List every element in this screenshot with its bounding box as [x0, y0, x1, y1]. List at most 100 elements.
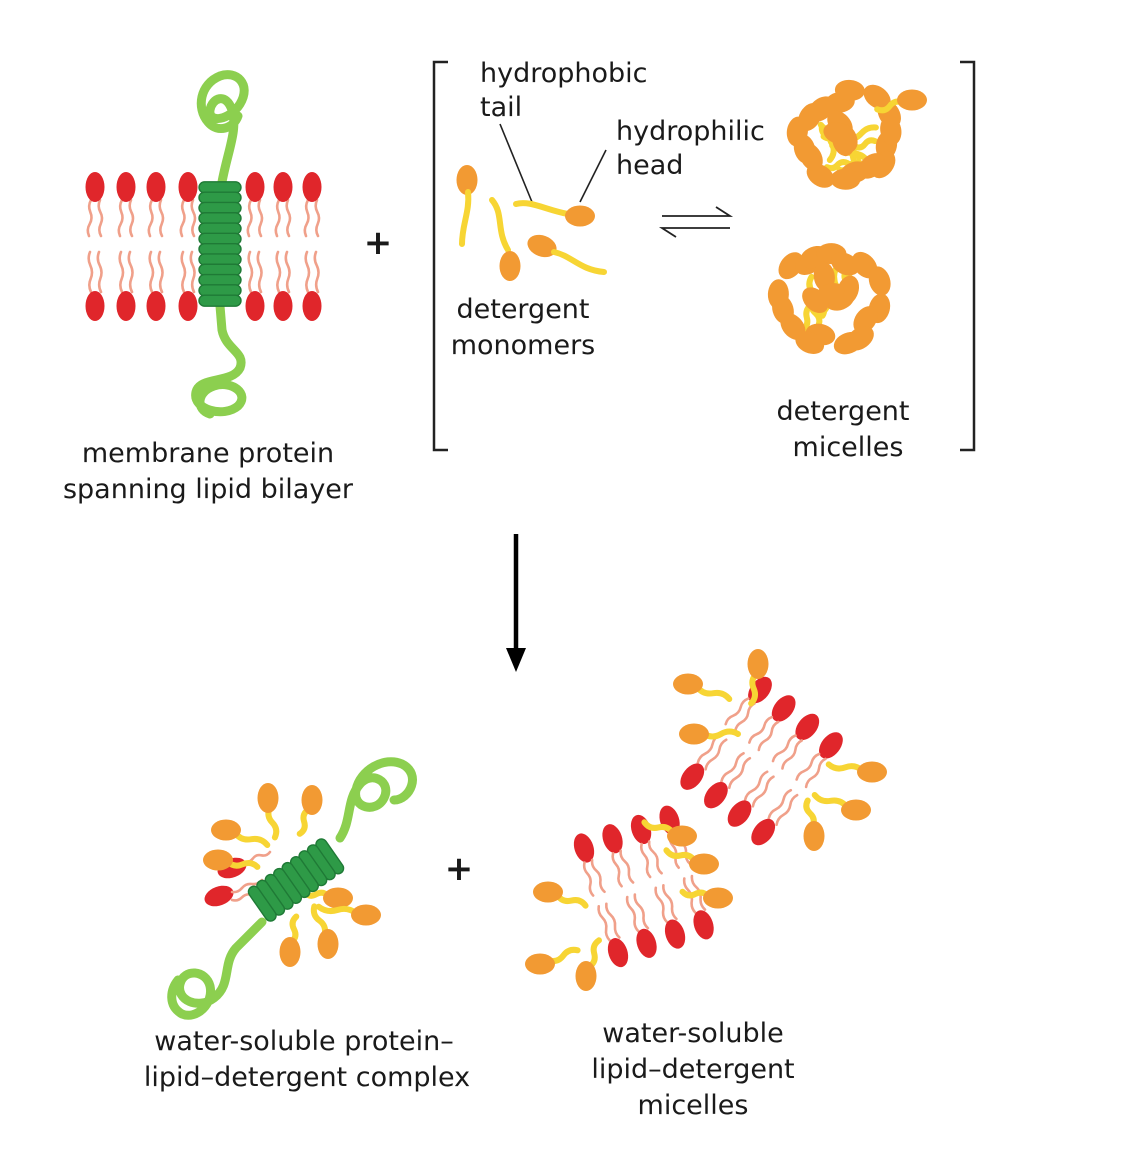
- lipid-tail: [179, 198, 186, 238]
- lipid-head: [795, 713, 820, 741]
- lipid-head: [602, 824, 623, 854]
- detergent-tail: [811, 792, 850, 810]
- lipid-tail: [190, 198, 197, 238]
- detergent-head: [456, 165, 478, 195]
- detergent-tail: [586, 937, 602, 970]
- detergent-head: [565, 205, 595, 227]
- lipid-head: [146, 291, 166, 321]
- helix-coils: [247, 838, 345, 922]
- detergent-head: [857, 761, 887, 783]
- micelles-label-line2: micelles: [793, 432, 904, 463]
- lipid-patch: [680, 676, 843, 846]
- micelles-label-line1: detergent: [776, 396, 909, 427]
- lipid-tail: [256, 250, 263, 294]
- lipid-tail: [720, 751, 745, 783]
- lipid-micelles-label-line1: water-soluble: [602, 1018, 783, 1049]
- lipid-tail: [147, 198, 154, 238]
- lipid-head: [302, 291, 322, 321]
- lipid-tail: [158, 198, 165, 238]
- detergent-tail: [694, 684, 733, 702]
- lipid-head: [704, 781, 728, 809]
- lipid-tail: [625, 895, 640, 933]
- complex-loop-bottom: [167, 917, 267, 1020]
- detergent-head: [836, 275, 860, 305]
- helix-turn: [198, 191, 242, 204]
- process-arrow: [506, 534, 526, 672]
- lipid-head: [178, 291, 198, 321]
- lipid-tail: [189, 250, 196, 294]
- lipid-tail: [97, 198, 104, 238]
- detergent-head: [841, 799, 871, 821]
- lipid-tail: [180, 250, 187, 294]
- lipid-tail: [597, 904, 612, 942]
- lipid-tail: [775, 793, 799, 827]
- detergent-tail: [825, 761, 866, 774]
- lipid-head: [693, 910, 714, 940]
- helix-turn: [198, 212, 242, 225]
- detergent-tail: [701, 728, 741, 740]
- lipid-tail: [285, 198, 292, 238]
- hydrophilic-pointer: [579, 149, 607, 203]
- detergent-monomers: [456, 165, 607, 281]
- detergent-tail: [800, 302, 814, 333]
- lipid-head: [771, 695, 796, 722]
- helix-coils: [198, 181, 242, 307]
- lipid-tail: [148, 250, 155, 294]
- lipid-head: [727, 800, 752, 827]
- protein-loop-bottom: [191, 301, 247, 419]
- detergent-head: [301, 785, 323, 815]
- lipid-head: [245, 172, 265, 202]
- helix-turn: [198, 253, 242, 266]
- lipid-micelles-label-line3: micelles: [638, 1090, 749, 1121]
- detergent-tail: [459, 189, 472, 247]
- lipid-tail: [771, 734, 797, 763]
- detergent-head: [868, 266, 891, 296]
- lipid-tail: [96, 250, 103, 294]
- detergent-tail: [663, 847, 698, 864]
- detergent-head: [747, 649, 769, 679]
- detergent-head: [897, 89, 927, 111]
- helix-turn: [198, 201, 242, 215]
- detergent-head: [351, 904, 381, 926]
- lipid-head: [85, 291, 105, 321]
- detergent-tail: [315, 903, 360, 917]
- helix-turn: [247, 885, 277, 922]
- detergent-micelle-upper: [786, 79, 927, 190]
- lipid-heads: [85, 172, 322, 321]
- detergent-tail: [554, 892, 589, 909]
- detergent-head: [525, 953, 555, 975]
- hydrophilic-label-line2: head: [616, 150, 683, 181]
- detergent-tail: [641, 819, 676, 836]
- complex-label-line1: water-soluble protein–: [154, 1026, 453, 1057]
- hydrophilic-label-line1: hydrophilic: [616, 116, 765, 147]
- lipid-tail: [582, 861, 595, 897]
- protein-loop-top: [196, 70, 249, 187]
- complex-loop-top: [335, 757, 417, 843]
- hydrophobic-pointer: [499, 123, 533, 203]
- lipid-tail: [727, 756, 752, 790]
- lipid-tail: [633, 893, 650, 930]
- lipid-tail: [86, 198, 93, 238]
- lipid-tail: [303, 198, 310, 238]
- lipid-head: [116, 291, 136, 321]
- lipid-tail: [647, 840, 663, 875]
- helix-turn: [198, 263, 242, 276]
- detergent-head: [533, 881, 563, 903]
- detergent-head: [211, 819, 241, 841]
- lipid-tail: [654, 886, 669, 924]
- detergent-micelle-lower: [767, 243, 891, 355]
- helix-turn: [198, 294, 242, 307]
- lipid-head: [245, 291, 265, 321]
- lipid-tail: [127, 250, 134, 294]
- right-bracket: [960, 60, 976, 452]
- detergent-head: [679, 723, 709, 745]
- lipid-tail: [733, 702, 756, 733]
- helix-turn: [198, 242, 242, 256]
- detergent-head: [499, 251, 521, 281]
- detergent-head: [778, 252, 804, 280]
- lipid-tail: [804, 757, 827, 789]
- detergent-tail: [551, 249, 607, 275]
- lipid-tail: [751, 775, 775, 808]
- detergent-tail: [823, 159, 851, 172]
- lipid-tail: [118, 250, 125, 294]
